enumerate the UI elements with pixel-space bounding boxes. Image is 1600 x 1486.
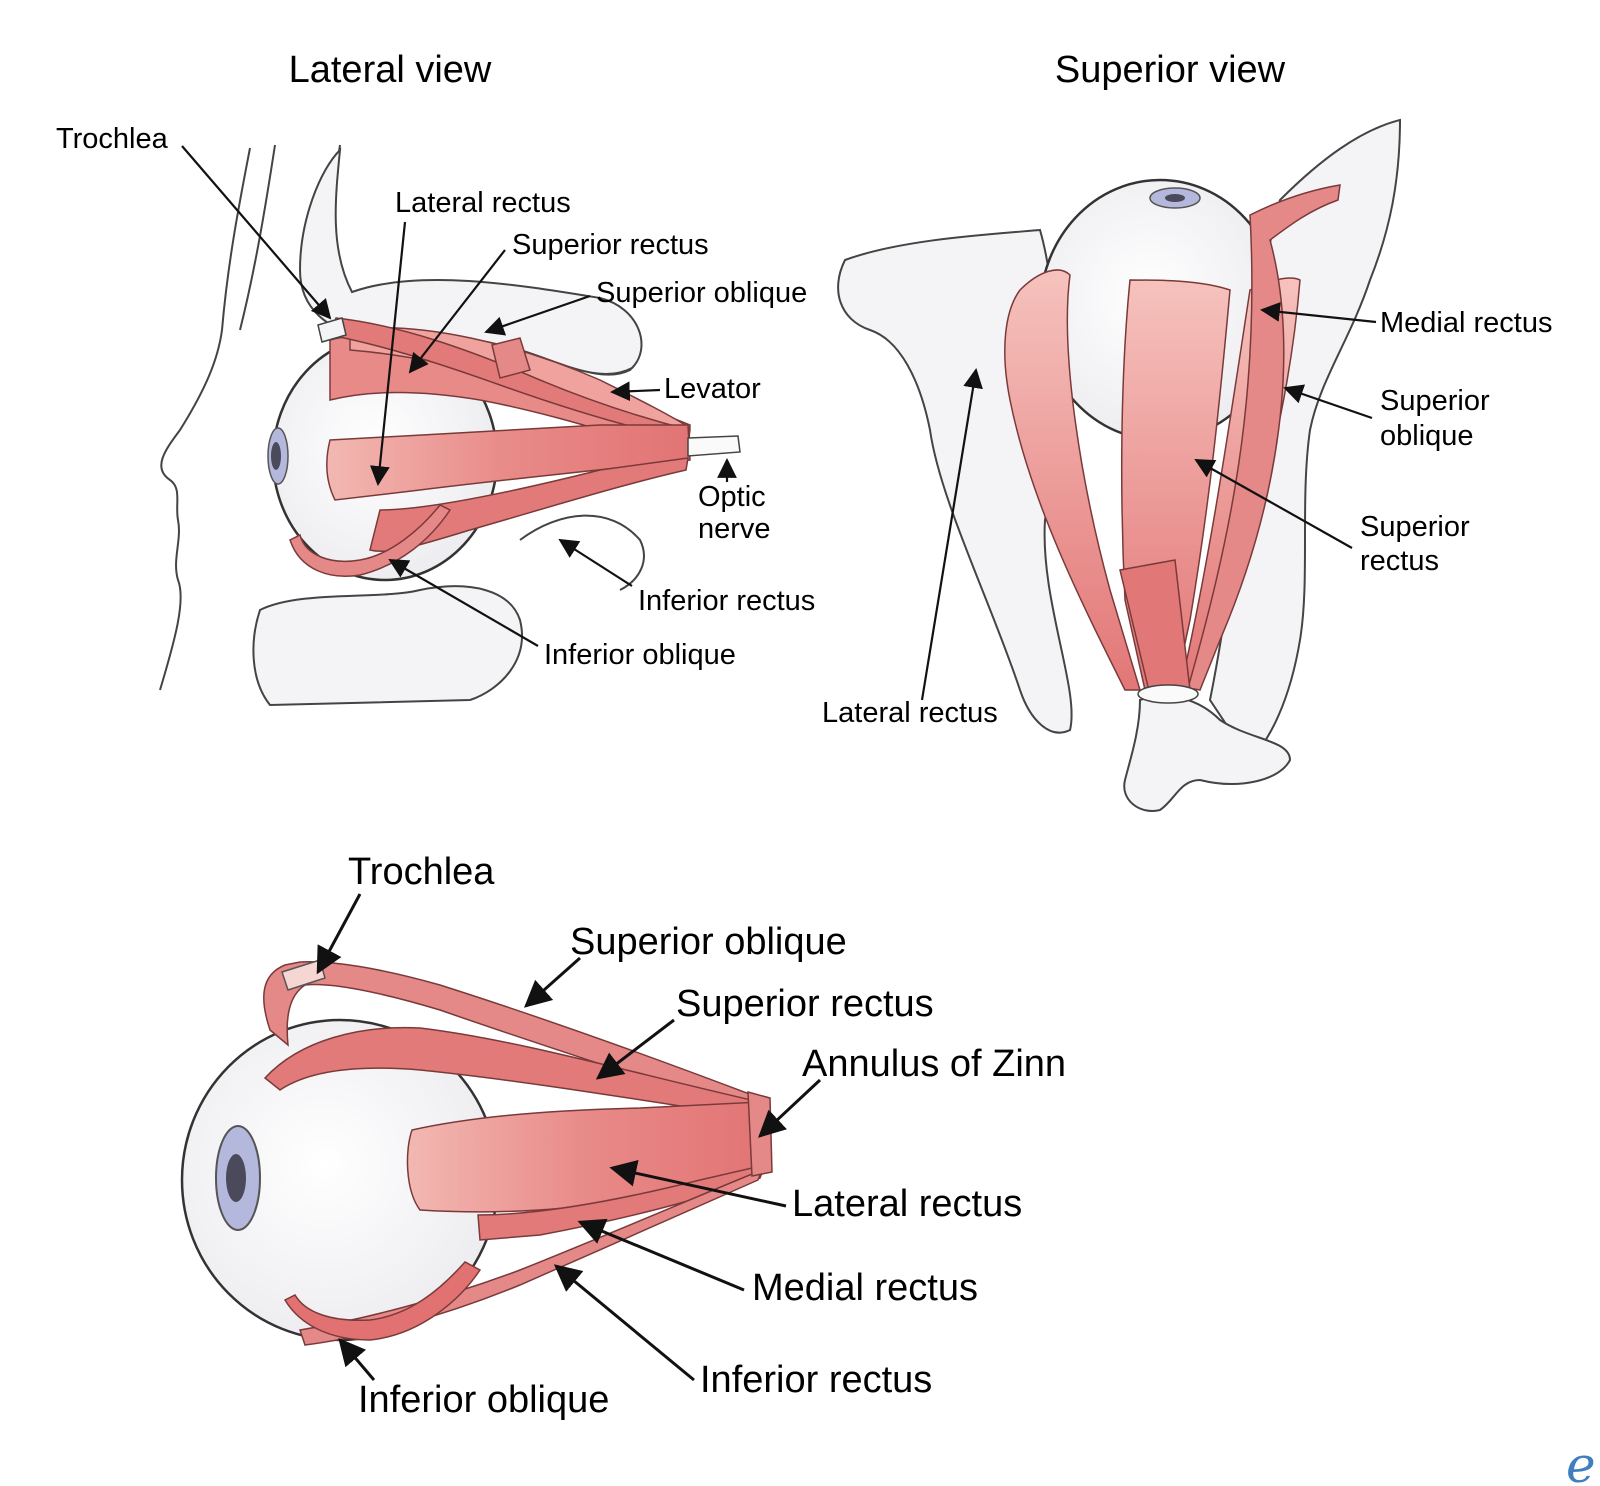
isolated-trochlea [281,959,326,991]
isolated-eye-panel: Trochlea Superior oblique Superior rectu… [180,851,1066,1421]
superior-optic-canal-bone [1123,695,1292,812]
lateral-label-superior-oblique: Superior oblique [596,277,807,309]
lateral-inferior-oblique [289,504,452,577]
isolated-label-medial-rectus: Medial rectus [752,1267,978,1309]
superior-muscles [1004,184,1341,696]
lateral-pupil [271,442,281,470]
lateral-view-title: Lateral view [289,49,492,91]
arrow-trochlea [181,145,332,320]
lateral-label-inferior-oblique: Inferior oblique [544,639,736,671]
arrow-sup-lateral-rectus [920,368,983,701]
isolated-label-superior-oblique: Superior oblique [570,921,847,963]
superior-view-title: Superior view [1055,49,1286,91]
lateral-orbit-roof-bone [298,147,643,376]
lateral-view-panel: Lateral view Trochlea Lateral re [56,49,815,707]
isolated-muscles [263,959,773,1346]
lateral-trochlea [317,317,347,343]
isolated-label-inferior-rectus: Inferior rectus [700,1359,932,1401]
lateral-optic-nerve [687,435,741,457]
arrow-iso-annulus [758,1078,822,1138]
publisher-logo: e [1566,1436,1596,1486]
isolated-label-trochlea: Trochlea [348,851,495,893]
superior-pupil [1165,194,1185,202]
arrow-sup-superior-oblique [1283,384,1373,420]
superior-label-superior-rectus-2: rectus [1360,545,1439,577]
superior-lateral-rectus [1004,269,1142,691]
superior-superior-oblique [1187,184,1341,691]
arrow-iso-superior-oblique [523,956,581,1008]
lateral-label-trochlea: Trochlea [56,123,169,155]
lateral-label-levator: Levator [664,373,761,405]
lateral-label-inferior-rectus: Inferior rectus [638,585,815,617]
arrow-iso-superior-rectus [595,1018,675,1080]
superior-label-superior-oblique-2: oblique [1380,420,1474,452]
lateral-label-nerve: nerve [698,513,771,545]
arrow-superior-rectus [408,249,506,374]
isolated-leader-arrows [316,893,822,1382]
superior-view-panel: Superior view Medial rectus Superior obl… [822,49,1552,812]
lateral-label-superior-rectus: Superior rectus [512,229,709,261]
isolated-label-superior-rectus: Superior rectus [676,983,934,1025]
isolated-pupil [226,1154,246,1202]
superior-label-superior-oblique-1: Superior [1380,385,1490,417]
superior-label-superior-rectus-1: Superior [1360,511,1470,543]
lateral-label-lateral-rectus: Lateral rectus [395,187,571,219]
isolated-label-annulus-of-zinn: Annulus of Zinn [802,1043,1066,1085]
superior-label-medial-rectus: Medial rectus [1380,307,1552,339]
arrow-sup-medial-rectus [1260,302,1377,324]
arrow-iso-inferior-oblique [338,1337,376,1381]
arrow-iso-inferior-rectus [553,1264,695,1382]
lateral-leader-arrows [181,145,737,647]
arrow-levator [610,381,661,402]
superior-label-lateral-rectus: Lateral rectus [822,697,998,729]
arrow-sup-superior-rectus [1194,459,1353,549]
arrow-inferior-oblique [388,559,539,647]
isolated-inferior-oblique [283,1261,482,1341]
superior-annulus [1137,684,1199,704]
arrow-lateral-rectus [369,221,407,486]
arrow-superior-oblique [484,294,591,336]
arrow-inferior-rectus [558,538,633,587]
lateral-superior-oblique-tendon-stub [491,337,531,379]
isolated-label-lateral-rectus: Lateral rectus [792,1183,1022,1225]
arrow-iso-medial-rectus [577,1218,745,1292]
arrow-iso-trochlea [316,893,362,975]
isolated-label-inferior-oblique: Inferior oblique [358,1379,609,1421]
lateral-label-optic: Optic [698,481,766,513]
superior-leader-arrows [920,302,1377,701]
arrow-iso-lateral-rectus [609,1159,787,1208]
